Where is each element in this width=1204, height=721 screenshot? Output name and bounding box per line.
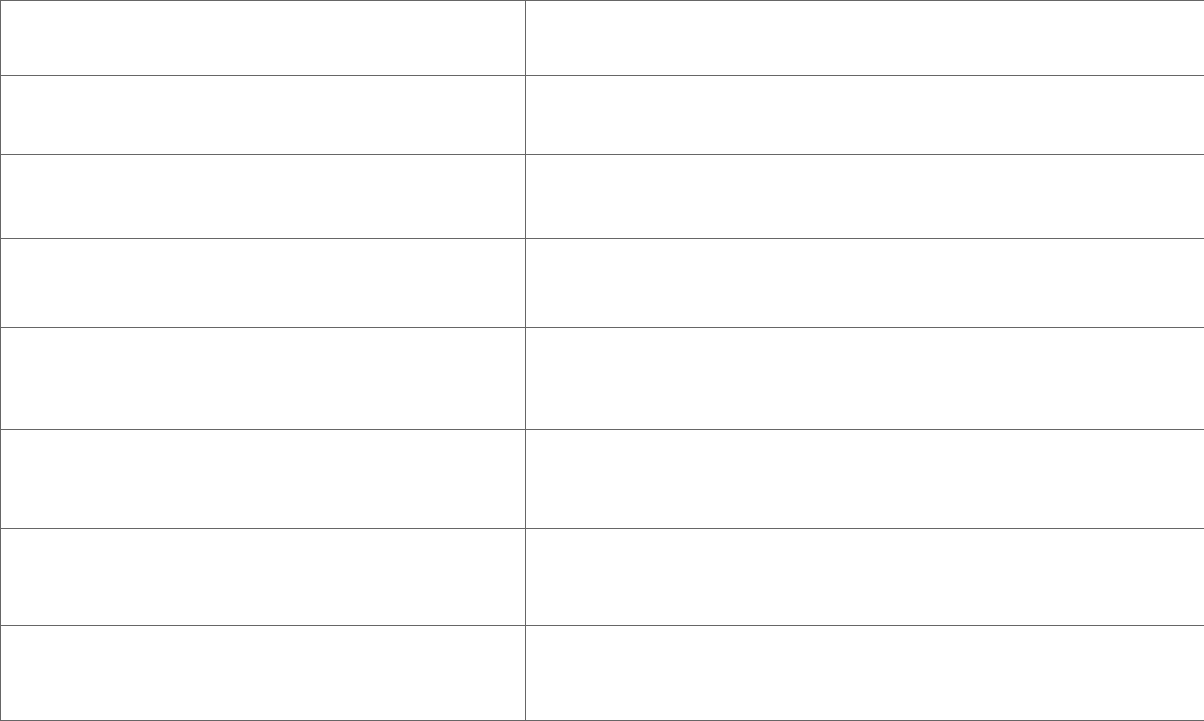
table-cell-left[interactable] bbox=[1, 430, 526, 529]
table-cell-right[interactable] bbox=[526, 430, 1204, 529]
table-cell-right[interactable] bbox=[526, 626, 1204, 721]
table-cell-left[interactable] bbox=[1, 155, 526, 239]
table-cell-left[interactable] bbox=[1, 328, 526, 430]
table-row bbox=[1, 155, 1204, 239]
table-cell-right[interactable] bbox=[526, 328, 1204, 430]
table-row bbox=[1, 626, 1204, 721]
table-cell-left[interactable] bbox=[1, 626, 526, 721]
table-cell-left[interactable] bbox=[1, 529, 526, 626]
table-cell-right[interactable] bbox=[526, 76, 1204, 155]
table-cell-left[interactable] bbox=[1, 1, 526, 76]
table-row bbox=[1, 328, 1204, 430]
table-row bbox=[1, 1, 1204, 76]
table-cell-left[interactable] bbox=[1, 239, 526, 328]
table-cell-right[interactable] bbox=[526, 1, 1204, 76]
table-cell-right[interactable] bbox=[526, 155, 1204, 239]
table-cell-right[interactable] bbox=[526, 529, 1204, 626]
table-cell-left[interactable] bbox=[1, 76, 526, 155]
table-row bbox=[1, 430, 1204, 529]
table-cell-right[interactable] bbox=[526, 239, 1204, 328]
table-row bbox=[1, 76, 1204, 155]
table-row bbox=[1, 529, 1204, 626]
table-row bbox=[1, 239, 1204, 328]
